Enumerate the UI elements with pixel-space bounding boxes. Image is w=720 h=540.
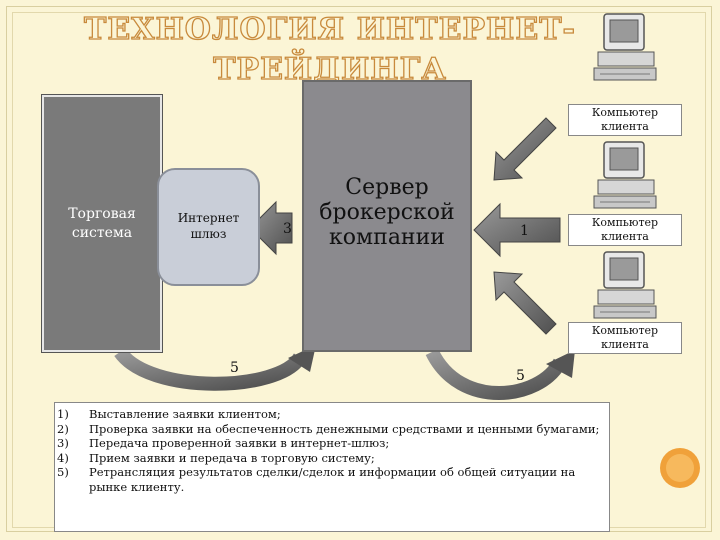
broker-server-box: Сервер брокерской компании — [302, 80, 472, 352]
legend-item-number: 5) — [57, 465, 69, 479]
arrow-from-client-bottom — [493, 271, 557, 335]
curved-arrow-left — [114, 347, 307, 391]
arrow-from-client-top — [493, 117, 557, 181]
step-label-5-left: 5 — [230, 360, 239, 376]
internet-gateway-label: Интернет шлюз — [177, 211, 240, 241]
legend-item-text: Ретрансляция результатов сделки/сделок и… — [89, 465, 576, 494]
legend-item-number: 3) — [57, 436, 69, 450]
internet-gateway-box: Интернет шлюз — [157, 168, 260, 286]
decorative-circle-inner — [666, 454, 694, 482]
trading-system-box: Торговая система — [41, 94, 163, 353]
arrow-step-1 — [473, 202, 561, 258]
arrow-step-3 — [249, 200, 293, 256]
title-line-1: ТЕХНОЛОГИЯ ИНТЕРНЕТ- — [83, 11, 576, 47]
legend-item-number: 2) — [57, 421, 69, 436]
broker-server-label: Сервер брокерской компании — [319, 175, 455, 250]
legend-item: 5) Ретрансляция результатов сделки/сделок… — [57, 465, 603, 494]
legend-item: 2) Проверка заявки на обеспеченность дене… — [57, 422, 603, 437]
legend-item: 4) Прием заявки и передача в торговую сис… — [57, 451, 603, 466]
legend-item-text: Прием заявки и передача в торговую систе… — [89, 450, 375, 465]
legend-item-number: 1) — [57, 407, 69, 421]
legend-list: 1) Выставление заявки клиентом; 2) Проверк… — [55, 403, 609, 494]
legend-item: 1) Выставление заявки клиентом; — [57, 407, 603, 422]
computer-icon-1 — [593, 13, 657, 81]
computer-icon-2 — [593, 141, 657, 209]
curved-arrow-right — [425, 348, 567, 400]
trading-system-label: Торговая система — [68, 206, 136, 241]
legend-box: 1) Выставление заявки клиентом; 2) Проверк… — [54, 402, 610, 532]
step-label-1: 1 — [520, 223, 529, 239]
computer-icon-3 — [593, 251, 657, 319]
step-label-3: 3 — [283, 221, 292, 237]
client-label-3: Компьютер клиента — [568, 322, 682, 354]
step-label-5-right: 5 — [516, 368, 525, 384]
client-label-2: Компьютер клиента — [568, 214, 682, 246]
curved-arrow-right-head — [546, 350, 575, 378]
legend-item-number: 4) — [57, 450, 69, 465]
legend-item: 3) Передача проверенной заявки в интернет… — [57, 436, 603, 451]
client-label-1: Компьютер клиента — [568, 104, 682, 136]
legend-item-text: Передача проверенной заявки в интернет-ш… — [89, 436, 390, 450]
legend-item-text: Проверка заявки на обеспеченность денежн… — [89, 421, 600, 436]
legend-item-text: Выставление заявки клиентом; — [89, 407, 281, 421]
